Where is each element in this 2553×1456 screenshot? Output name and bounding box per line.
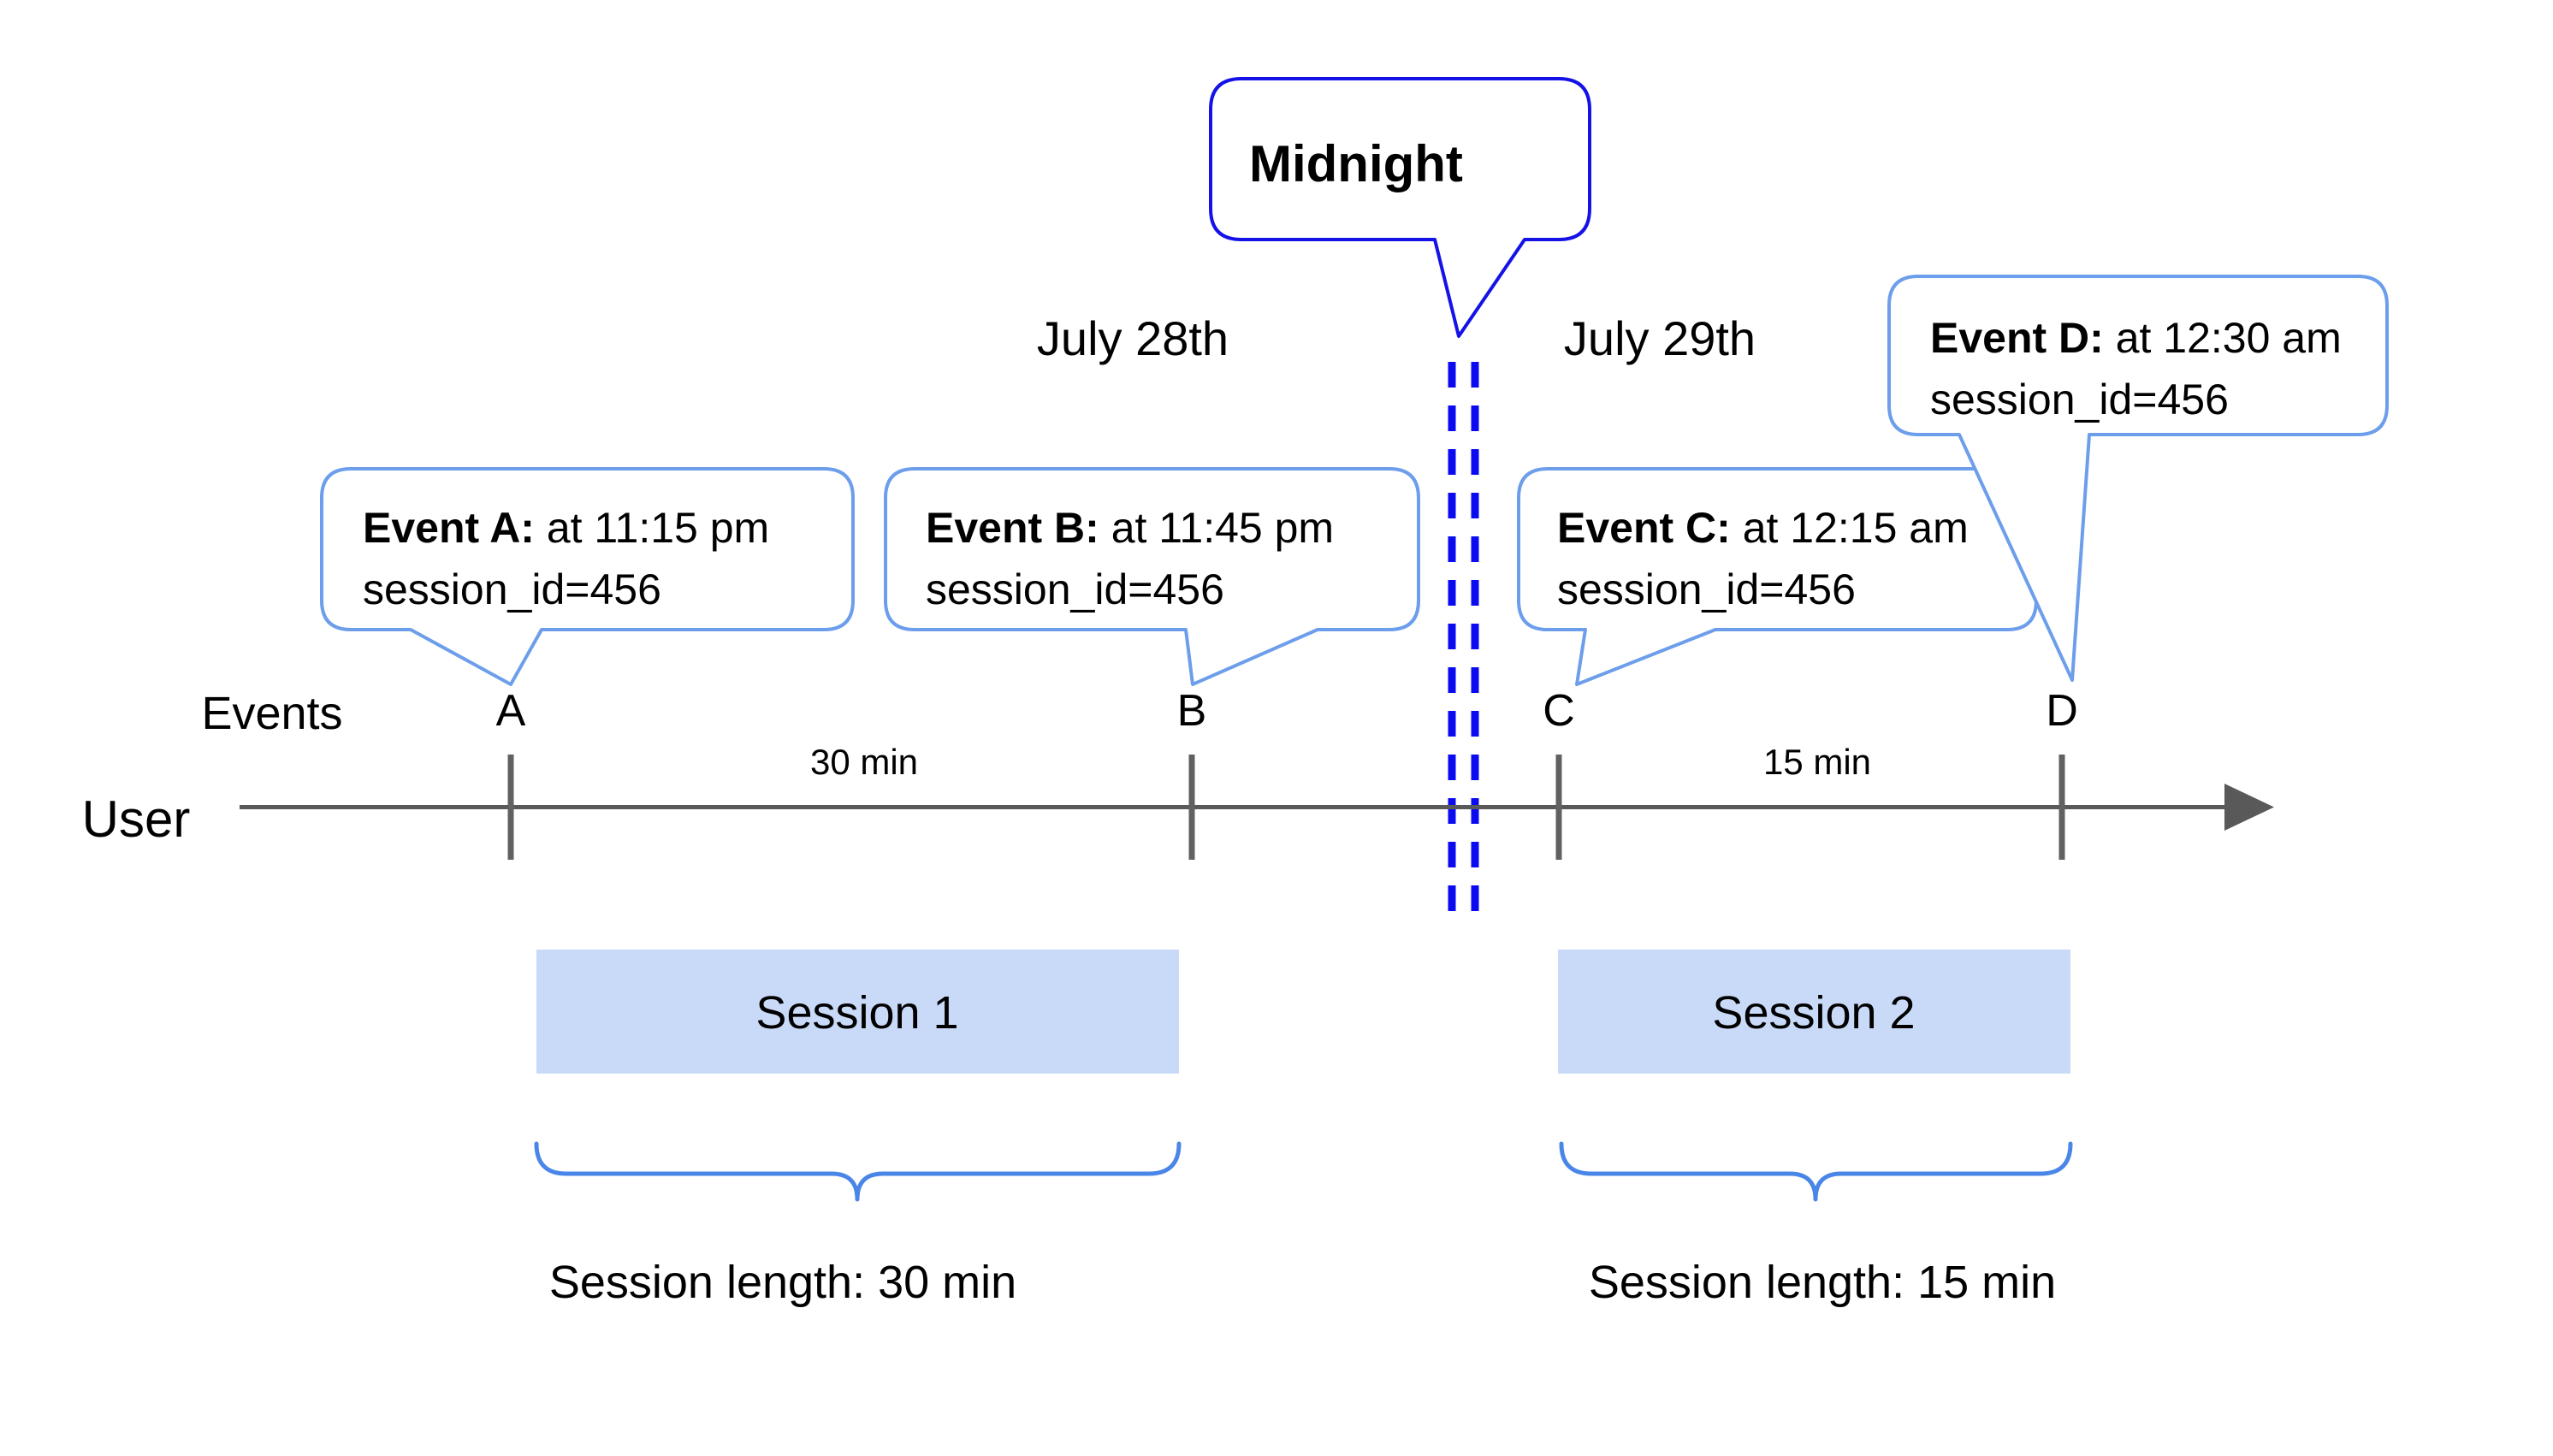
event-c-callout: Event C: at 12:15 am session_id=456 bbox=[1517, 467, 2038, 686]
event-letter-c: C bbox=[1543, 686, 1575, 736]
midnight-callout-bubble bbox=[1209, 77, 1591, 338]
event-d-title-bold: Event D: bbox=[1930, 314, 2104, 362]
event-a-subtitle: session_id=456 bbox=[363, 565, 661, 613]
user-timeline-axis bbox=[240, 755, 2274, 860]
event-c-title-bold: Event C: bbox=[1557, 504, 1731, 552]
session-2-box bbox=[1558, 950, 2070, 1074]
date-label-july-29: July 29th bbox=[1564, 311, 1756, 365]
axis-arrowhead-icon bbox=[2224, 784, 2274, 831]
event-b-callout-bubble bbox=[884, 467, 1420, 686]
session-1-label: Session 1 bbox=[755, 987, 958, 1039]
midnight-label: Midnight bbox=[1249, 135, 1463, 192]
event-b-subtitle: session_id=456 bbox=[926, 565, 1224, 613]
event-c-title: Event C: at 12:15 am bbox=[1557, 504, 1969, 552]
event-a-callout: Event A: at 11:15 pm session_id=456 bbox=[320, 467, 855, 686]
session-2-length-label: Session length: 15 min bbox=[1589, 1257, 2056, 1308]
event-b-title-rest: at 11:45 pm bbox=[1099, 504, 1334, 552]
event-b-title: Event B: at 11:45 pm bbox=[926, 504, 1334, 552]
event-letter-b: B bbox=[1177, 686, 1207, 736]
event-c-subtitle: session_id=456 bbox=[1557, 565, 1856, 613]
events-axis-label: Events bbox=[201, 688, 342, 739]
session-1: Session 1 Session length: 30 min bbox=[534, 950, 1182, 1308]
event-a-title-rest: at 11:15 pm bbox=[535, 504, 769, 552]
event-a-title-bold: Event A: bbox=[363, 504, 535, 552]
session-1-length-label: Session length: 30 min bbox=[549, 1257, 1016, 1308]
user-axis-label: User bbox=[82, 790, 191, 848]
event-c-title-rest: at 12:15 am bbox=[1731, 504, 1969, 552]
event-a-title: Event A: at 11:15 pm bbox=[363, 504, 769, 552]
event-letter-d: D bbox=[2046, 686, 2078, 736]
session-1-brace bbox=[534, 1141, 1182, 1202]
session-2-brace bbox=[1559, 1141, 2073, 1202]
event-a-callout-bubble bbox=[320, 467, 855, 686]
event-b-callout: Event B: at 11:45 pm session_id=456 bbox=[884, 467, 1420, 686]
midnight-divider bbox=[1448, 362, 1479, 922]
session-2-label: Session 2 bbox=[1712, 987, 1915, 1039]
session-1-box bbox=[536, 950, 1179, 1074]
event-d-title: Event D: at 12:30 am bbox=[1930, 314, 2342, 362]
event-d-subtitle: session_id=456 bbox=[1930, 376, 2229, 423]
event-d-callout-bubble bbox=[1887, 275, 2389, 682]
event-d-title-rest: at 12:30 am bbox=[2104, 314, 2342, 362]
event-b-title-bold: Event B: bbox=[926, 504, 1099, 552]
event-letter-a: A bbox=[496, 686, 526, 736]
date-label-july-28: July 28th bbox=[1037, 311, 1229, 365]
gap-label-a-b: 30 min bbox=[810, 742, 918, 782]
event-d-callout: Event D: at 12:30 am session_id=456 bbox=[1887, 275, 2389, 682]
session-2: Session 2 Session length: 15 min bbox=[1558, 950, 2073, 1308]
gap-label-c-d: 15 min bbox=[1763, 742, 1871, 782]
midnight-callout: Midnight bbox=[1209, 77, 1591, 338]
